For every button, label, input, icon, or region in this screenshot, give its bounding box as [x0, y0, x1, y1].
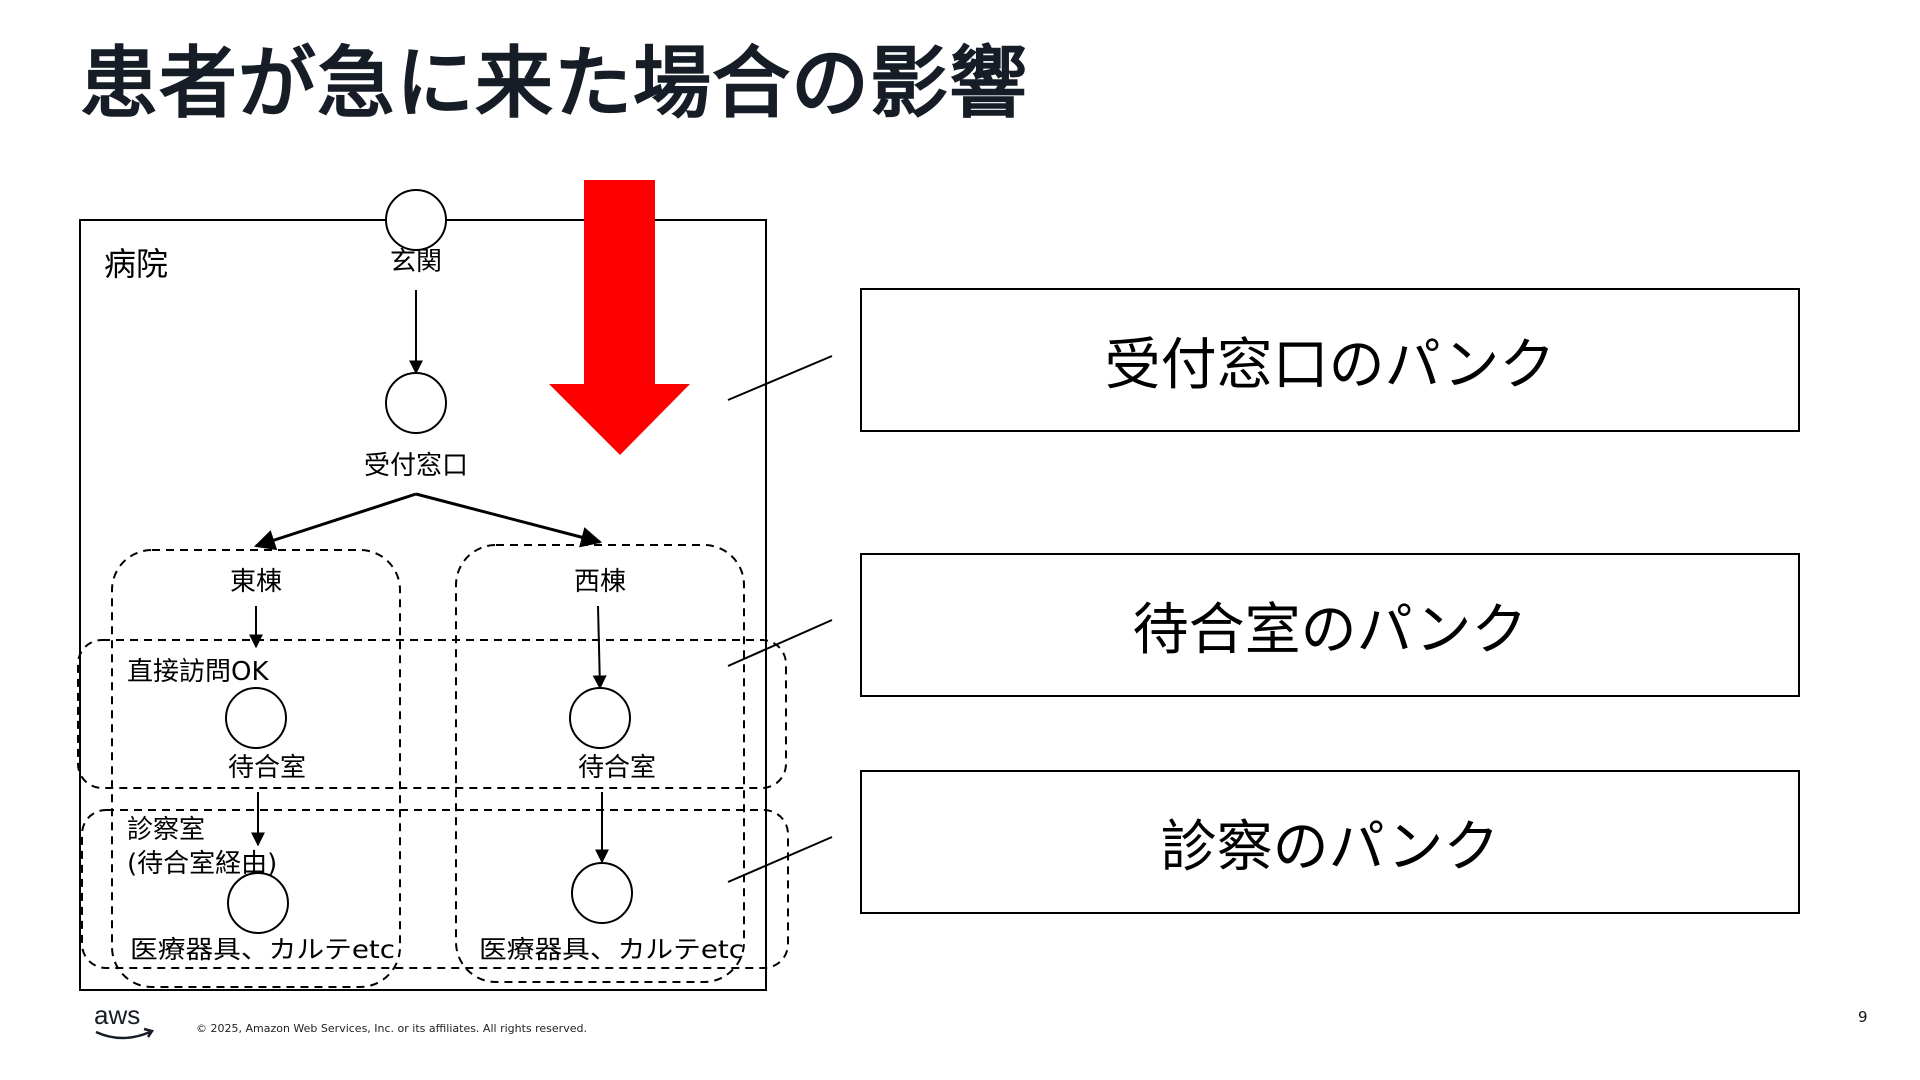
reception-to-west-arrow — [415, 492, 603, 548]
exam-overload-callout: 診察のパンク — [860, 770, 1800, 914]
reception-overload-callout: 受付窓口のパンク — [860, 288, 1800, 432]
copyright-notice: © 2025, Amazon Web Services, Inc. or its… — [196, 1022, 587, 1035]
page-title: 患者が急に来た場合の影響 — [80, 39, 1029, 129]
east-waiting-room-label: 待合室 — [228, 753, 306, 783]
east-waiting-room-node — [225, 687, 287, 749]
west-waiting-room-label: 待合室 — [578, 753, 656, 783]
reception-label: 受付窓口 — [364, 451, 468, 481]
exam-room-label-line1: 診察室 — [127, 815, 205, 845]
hospital-label: 病院 — [104, 245, 168, 283]
west-wing-label: 西棟 — [574, 567, 626, 597]
entrance-label: 玄関 — [390, 247, 442, 277]
reception-to-east-arrow — [254, 492, 417, 551]
connector-exam — [727, 836, 833, 883]
west-equipment-label: 医療器具、カルテetc — [479, 935, 744, 964]
connector-waiting-room — [727, 619, 833, 667]
patient-surge-arrow — [549, 180, 690, 455]
connector-reception — [727, 355, 833, 401]
waiting-room-overload-callout: 待合室のパンク — [860, 553, 1800, 697]
direct-visit-label: 直接訪問OK — [127, 657, 269, 687]
waiting-room-region — [77, 639, 787, 789]
exam-room-label-line2: (待合室経由) — [127, 849, 277, 879]
aws-logo-text: aws — [94, 1002, 140, 1030]
east-equipment-label: 医療器具、カルテetc — [130, 935, 395, 964]
aws-logo: aws — [94, 1002, 155, 1040]
west-waiting-room-node — [569, 687, 631, 749]
west-wing-to-waiting-arrow — [592, 605, 607, 690]
west-exam-room-node — [571, 862, 633, 924]
entrance-node — [385, 189, 447, 251]
east-exam-room-node — [227, 872, 289, 934]
page-number: 9 — [1858, 1008, 1868, 1026]
exam-room-region — [81, 809, 789, 969]
reception-node — [385, 372, 447, 434]
east-wing-label: 東棟 — [230, 567, 282, 597]
